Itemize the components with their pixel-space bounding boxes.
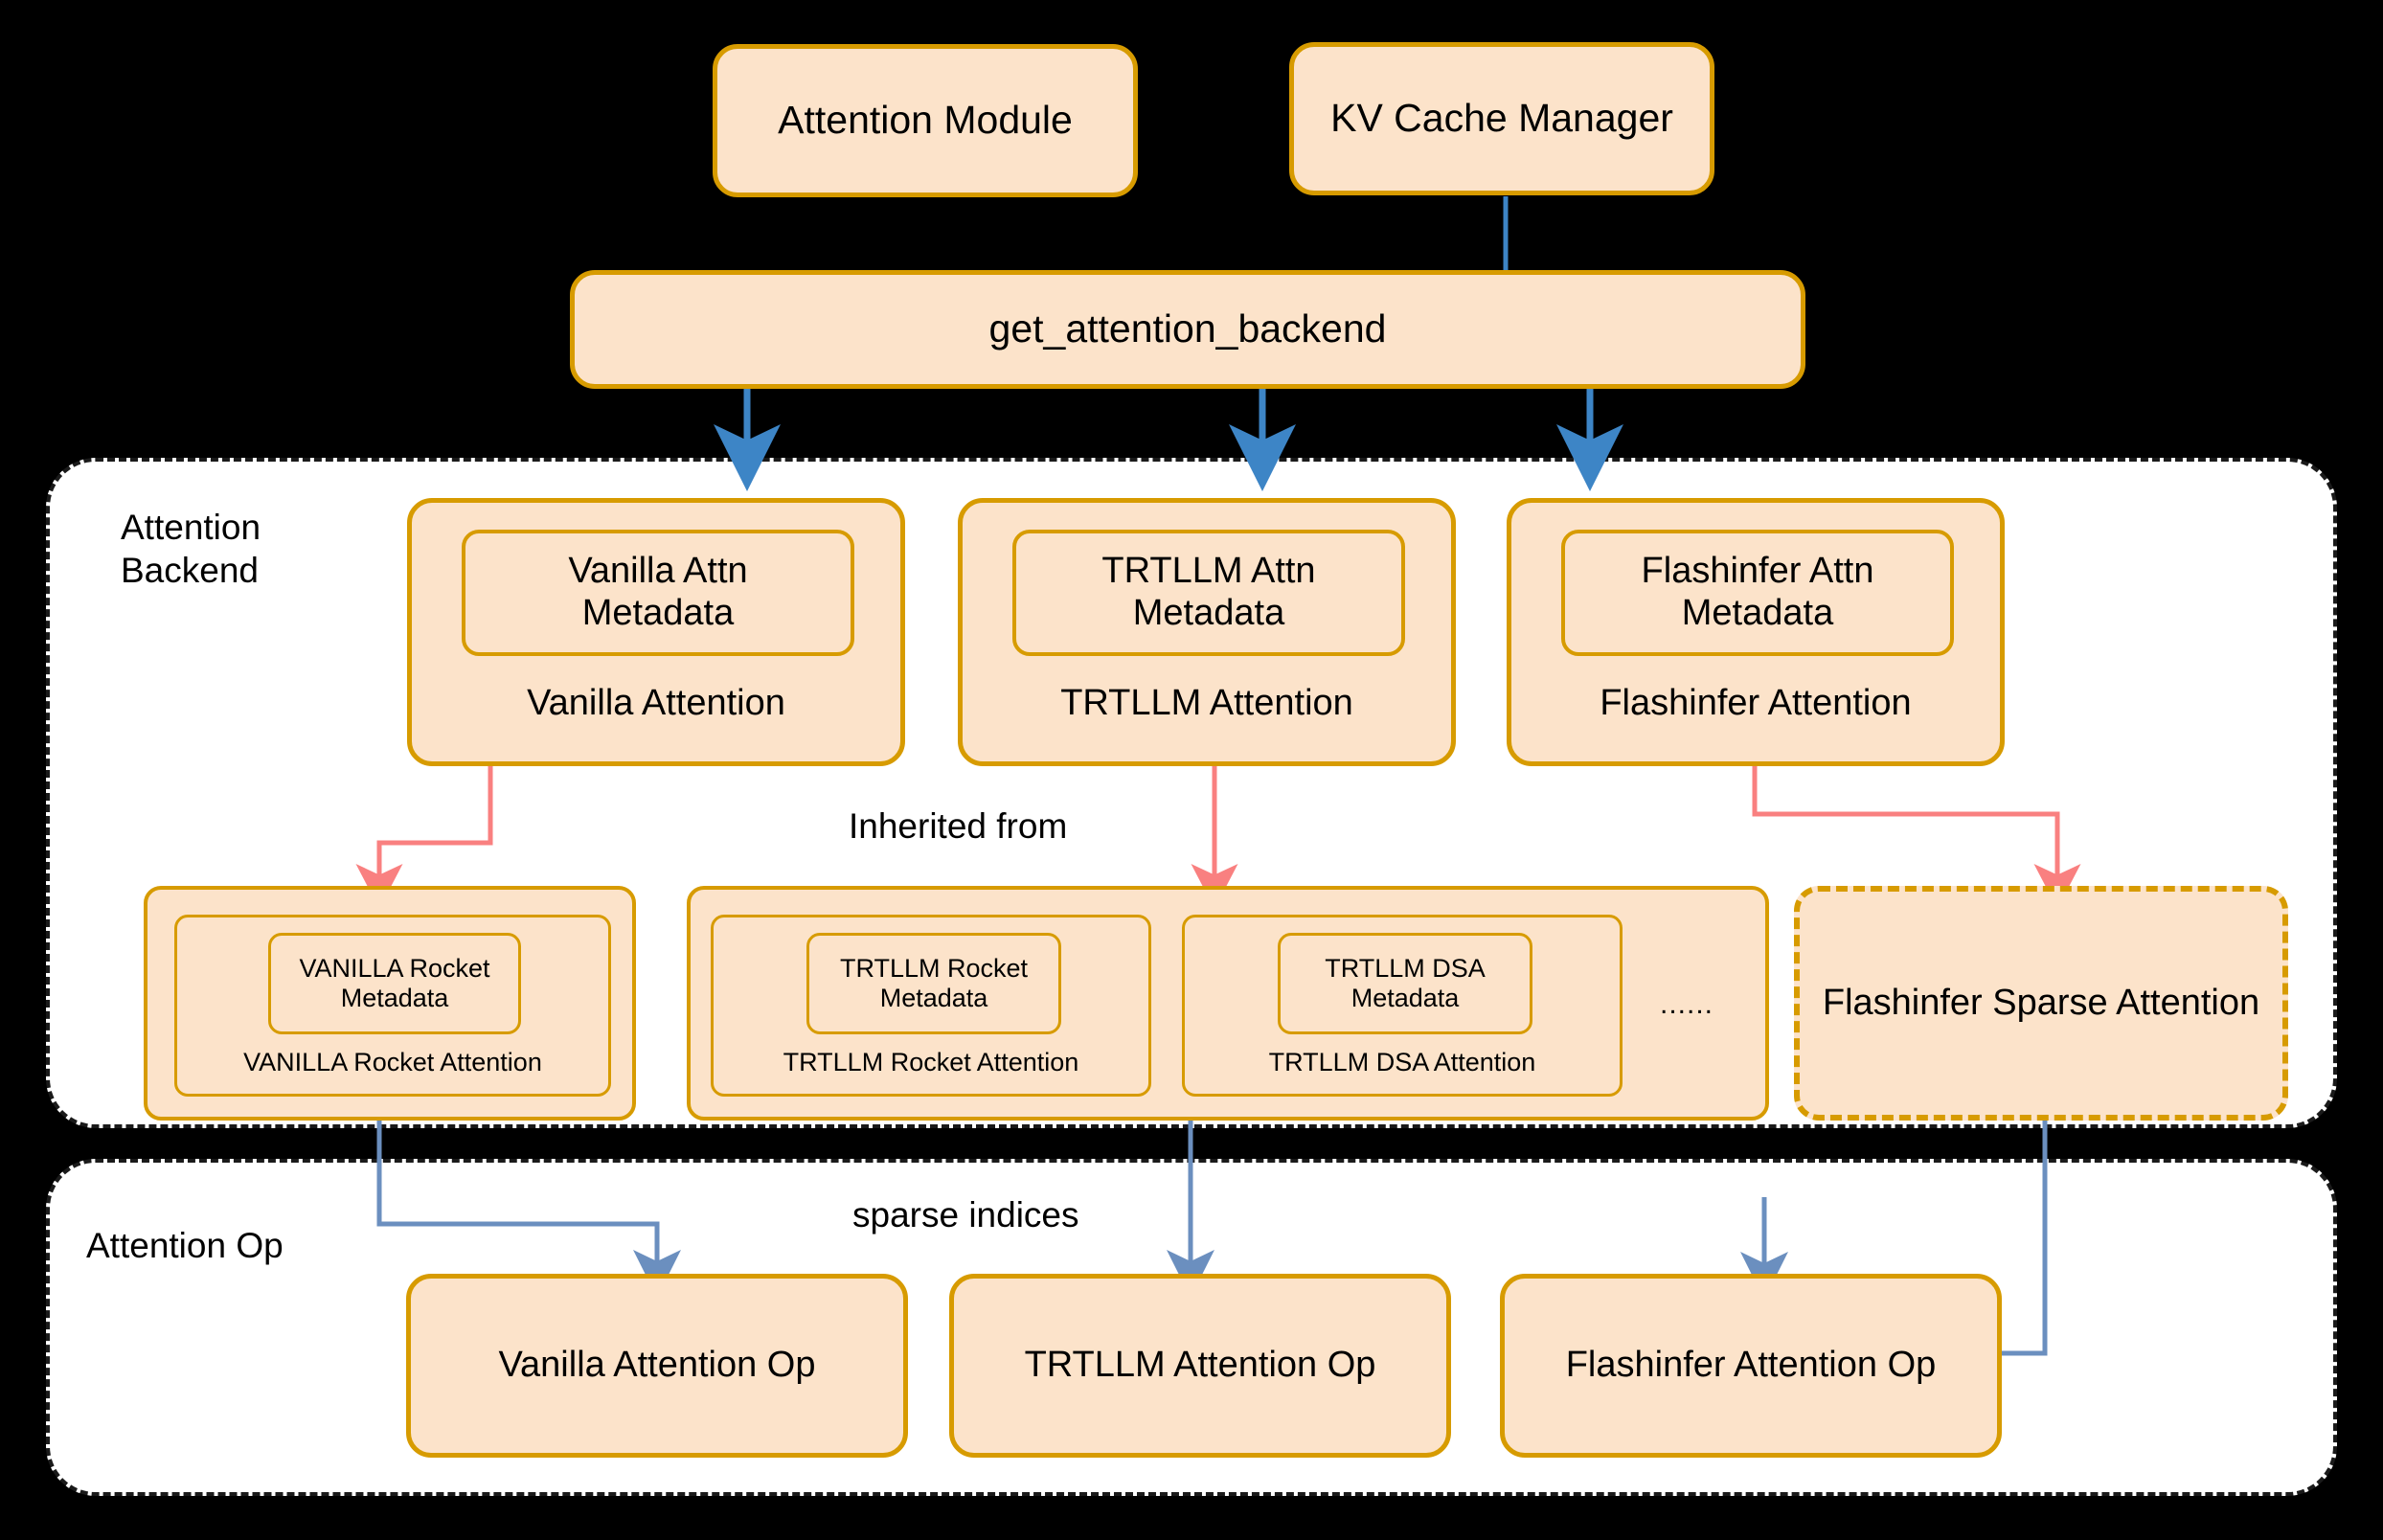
flashinfer-attention-op-label: Flashinfer Attention Op	[1565, 1345, 1937, 1386]
trtllm-attention-backend-title: TRTLLM Attention	[1060, 683, 1353, 723]
vanilla-attention-backend-node[interactable]: Vanilla Attn Metadata Vanilla Attention	[407, 498, 905, 766]
trtllm-sparse-group[interactable]: TRTLLM Rocket Metadata TRTLLM Rocket Att…	[687, 886, 1769, 1121]
vanilla-attention-op-label: Vanilla Attention Op	[498, 1345, 816, 1386]
vanilla-attention-op-node[interactable]: Vanilla Attention Op	[406, 1274, 908, 1458]
trtllm-dsa-metadata-node[interactable]: TRTLLM DSA Metadata	[1278, 933, 1532, 1034]
vanilla-sparse-group[interactable]: VANILLA Rocket Metadata VANILLA Rocket A…	[144, 886, 636, 1121]
flashinfer-attention-op-node[interactable]: Flashinfer Attention Op	[1500, 1274, 2002, 1458]
get-attention-backend-node[interactable]: get_attention_backend	[570, 270, 1805, 389]
kv-cache-manager-node[interactable]: KV Cache Manager	[1289, 42, 1714, 195]
trtllm-dsa-attention-title: TRTLLM DSA Attention	[1268, 1048, 1536, 1076]
vanilla-attn-metadata-node[interactable]: Vanilla Attn Metadata	[462, 530, 854, 656]
flashinfer-attention-backend-node[interactable]: Flashinfer Attn Metadata Flashinfer Atte…	[1507, 498, 2005, 766]
kv-cache-manager-label: KV Cache Manager	[1330, 96, 1673, 141]
trtllm-rocket-attention-node[interactable]: TRTLLM Rocket Metadata TRTLLM Rocket Att…	[711, 915, 1151, 1097]
attention-module-node[interactable]: Attention Module	[713, 44, 1138, 197]
trtllm-attention-op-node[interactable]: TRTLLM Attention Op	[949, 1274, 1451, 1458]
vanilla-attention-backend-title: Vanilla Attention	[527, 683, 785, 723]
flashinfer-sparse-attention-node[interactable]: Flashinfer Sparse Attention	[1794, 886, 2288, 1121]
inherited-from-label: Inherited from	[849, 806, 1068, 846]
trtllm-attention-op-label: TRTLLM Attention Op	[1024, 1345, 1376, 1386]
trtllm-rocket-metadata-node[interactable]: TRTLLM Rocket Metadata	[806, 933, 1061, 1034]
flashinfer-attn-metadata-node[interactable]: Flashinfer Attn Metadata	[1561, 530, 1954, 656]
get-attention-backend-label: get_attention_backend	[988, 306, 1387, 351]
vanilla-rocket-metadata-node[interactable]: VANILLA Rocket Metadata	[268, 933, 521, 1034]
vanilla-rocket-attention-title: VANILLA Rocket Attention	[243, 1048, 542, 1076]
vanilla-rocket-attention-node[interactable]: VANILLA Rocket Metadata VANILLA Rocket A…	[174, 915, 611, 1097]
attention-module-label: Attention Module	[778, 98, 1073, 143]
trtllm-rocket-attention-title: TRTLLM Rocket Attention	[783, 1048, 1079, 1076]
sparse-indices-label: sparse indices	[852, 1195, 1079, 1234]
flashinfer-attention-backend-title: Flashinfer Attention	[1600, 683, 1912, 723]
trtllm-dsa-attention-node[interactable]: TRTLLM DSA Metadata TRTLLM DSA Attention	[1182, 915, 1623, 1097]
attention-op-section-label: Attention Op	[86, 1226, 284, 1265]
attention-backend-section-label: Attention Backend	[121, 508, 261, 591]
trtllm-attention-backend-node[interactable]: TRTLLM Attn Metadata TRTLLM Attention	[958, 498, 1456, 766]
trtllm-attn-metadata-node[interactable]: TRTLLM Attn Metadata	[1012, 530, 1405, 656]
trtllm-more-ellipsis: ......	[1660, 988, 1714, 1020]
flashinfer-sparse-attention-label: Flashinfer Sparse Attention	[1822, 982, 2260, 1023]
